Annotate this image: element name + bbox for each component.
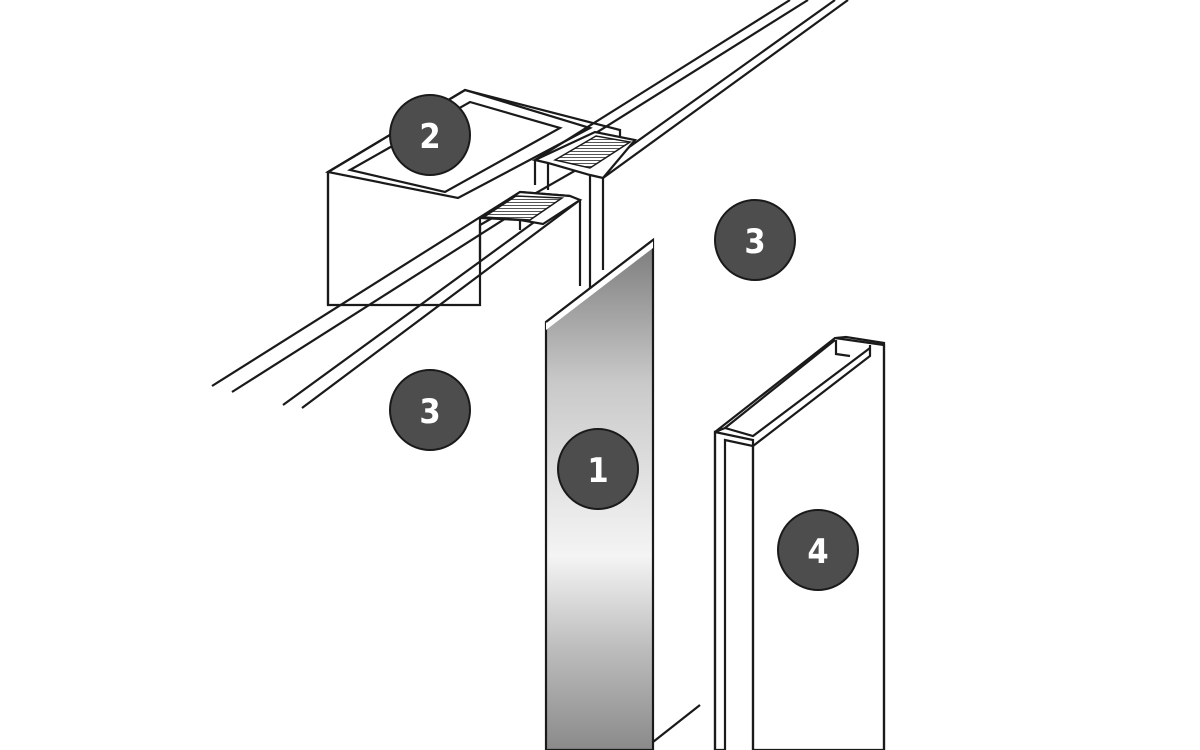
callout-1: 1 bbox=[557, 428, 639, 510]
callout-3-upper: 3 bbox=[714, 199, 796, 281]
callout-4: 4 bbox=[777, 509, 859, 591]
callout-4-label: 4 bbox=[807, 532, 828, 572]
rail-rear bbox=[531, 0, 849, 290]
callout-2-label: 2 bbox=[419, 117, 440, 157]
callout-3-lower: 3 bbox=[389, 369, 471, 451]
floor-line bbox=[652, 704, 701, 743]
callout-3-upper-label: 3 bbox=[744, 222, 765, 262]
callout-3-lower-label: 3 bbox=[419, 392, 440, 432]
callout-2: 2 bbox=[389, 94, 471, 176]
rail-front bbox=[211, 190, 583, 409]
callout-1-label: 1 bbox=[587, 451, 608, 491]
